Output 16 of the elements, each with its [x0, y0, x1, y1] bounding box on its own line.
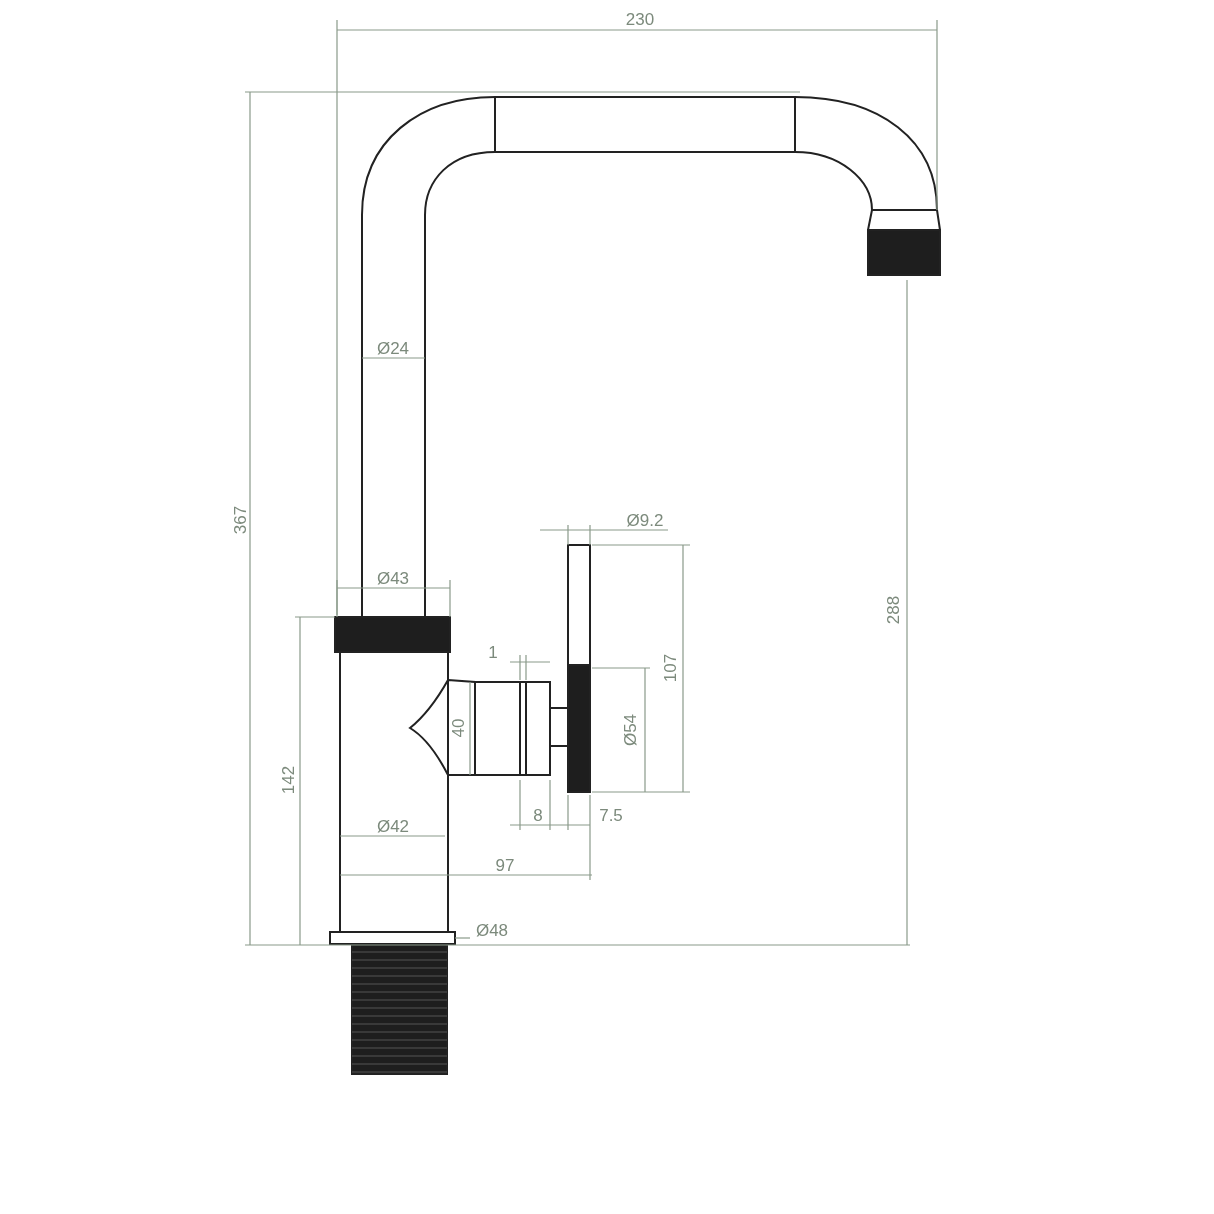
- dimension-label: Ø24: [376, 339, 410, 357]
- dimension-label: 97: [495, 856, 515, 874]
- dimension-label: 230: [625, 10, 655, 28]
- dimension-label: 142: [279, 765, 297, 795]
- dimension-label: Ø54: [621, 713, 639, 747]
- dimension-label: 1: [488, 643, 498, 661]
- dimension-label: Ø48: [475, 921, 509, 939]
- dimension-label: 288: [884, 595, 902, 625]
- dimension-label: Ø42: [376, 817, 410, 835]
- dimension-label: Ø43: [376, 569, 410, 587]
- dimension-label: 367: [231, 505, 249, 535]
- dimension-label: 8: [533, 806, 543, 824]
- dimension-label: 7.5: [599, 806, 623, 824]
- dimension-label: 40: [449, 718, 467, 738]
- dimension-label: 107: [661, 653, 679, 683]
- dimension-label: Ø9.2: [626, 511, 664, 529]
